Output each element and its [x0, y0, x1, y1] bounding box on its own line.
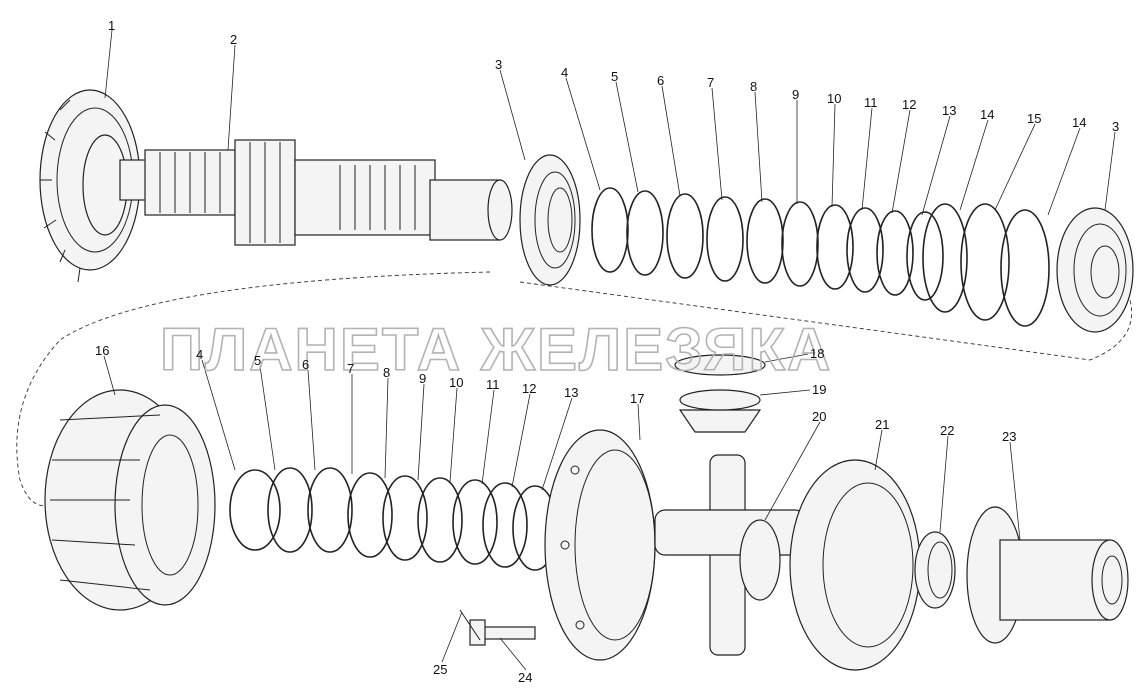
- label-top-2: 2: [230, 32, 237, 47]
- label-bottom-11: 11: [486, 377, 500, 392]
- label-bottom-18: 18: [810, 346, 824, 361]
- label-bottom-22: 22: [940, 423, 954, 438]
- label-top-5: 5: [611, 69, 618, 84]
- label-top-11: 11: [864, 95, 878, 110]
- label-top-7: 7: [707, 75, 714, 90]
- label-bottom-12: 12: [522, 381, 536, 396]
- bottom-washer-rings: [229, 467, 558, 571]
- part-19-pinion: [678, 389, 762, 433]
- part-18-washer: [674, 354, 766, 376]
- label-top-1: 1: [108, 18, 115, 33]
- part-1-bevel-gear: [39, 89, 141, 283]
- label-top-13: 13: [942, 103, 956, 118]
- label-bottom-20: 20: [812, 409, 826, 424]
- part-3-bearing: [519, 154, 581, 286]
- label-top-4: 4: [561, 65, 568, 80]
- part-21-case-half: [789, 459, 921, 671]
- part-24-bolt: [469, 619, 536, 646]
- label-bottom-19: 19: [812, 382, 826, 397]
- label-bottom-5: 5: [254, 353, 261, 368]
- label-bottom-23: 23: [1002, 429, 1016, 444]
- label-bottom-25: 25: [433, 662, 447, 677]
- snap-rings-14-15: [922, 203, 1050, 327]
- label-top-14b: 14: [1072, 115, 1086, 130]
- label-top-3: 3: [495, 57, 502, 72]
- label-bottom-24: 24: [518, 670, 532, 685]
- part-23-gear-hub: [966, 506, 1129, 644]
- assembly-dashed-line: [16, 271, 491, 507]
- label-top-15: 15: [1027, 111, 1041, 126]
- label-top-9: 9: [792, 87, 799, 102]
- top-washer-rings: [591, 187, 944, 301]
- assembly-dashed-line-right: [519, 281, 1133, 361]
- bottom-part-labels: 16 4 5 6 7 8 9 10 11 12 13 17 18 19 20 2…: [95, 343, 1016, 685]
- label-bottom-4: 4: [196, 347, 203, 362]
- part-20-cross: [654, 454, 806, 656]
- leader-lines: [103, 29, 1116, 671]
- part-17-case-half: [544, 429, 656, 661]
- part-22-seal: [914, 531, 956, 609]
- label-bottom-16: 16: [95, 343, 109, 358]
- label-top-3b: 3: [1112, 119, 1119, 134]
- label-bottom-7: 7: [347, 361, 354, 376]
- top-part-labels: 1 2 3 4 5 6 7 8 9 10 11 12 13 14 15 14 3: [108, 18, 1119, 134]
- part-25-pin: [459, 609, 481, 641]
- part-3-bearing-right: [1056, 207, 1134, 333]
- label-bottom-21: 21: [875, 417, 889, 432]
- label-bottom-6: 6: [302, 357, 309, 372]
- label-top-6: 6: [657, 73, 664, 88]
- label-bottom-9: 9: [419, 371, 426, 386]
- label-top-12: 12: [902, 97, 916, 112]
- label-top-14: 14: [980, 107, 994, 122]
- label-bottom-8: 8: [383, 365, 390, 380]
- part-16-large-gear: [44, 389, 216, 611]
- watermark-text: ПЛАНЕТА ЖЕЛЕЗЯКА: [160, 316, 832, 383]
- part-2-shaft: [119, 139, 513, 246]
- label-bottom-10: 10: [449, 375, 463, 390]
- label-top-10: 10: [827, 91, 841, 106]
- label-bottom-13: 13: [564, 385, 578, 400]
- label-top-8: 8: [750, 79, 757, 94]
- label-bottom-17: 17: [630, 391, 644, 406]
